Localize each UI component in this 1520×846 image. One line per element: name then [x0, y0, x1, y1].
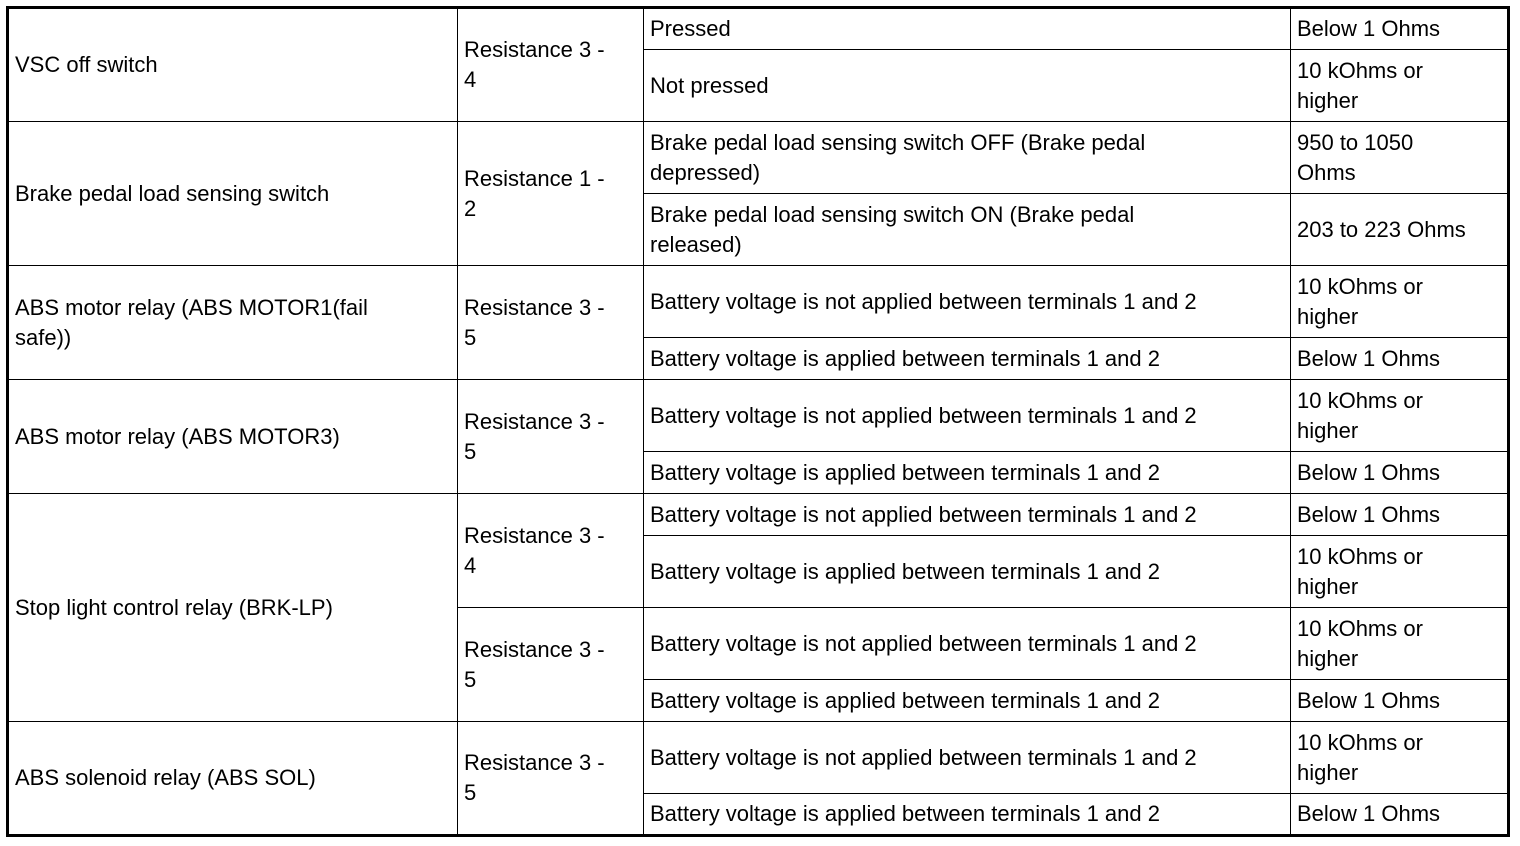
table-row: ABS motor relay (ABS MOTOR3) Resistance …: [7, 379, 1509, 494]
table-row: ABS solenoid relay (ABS SOL) Resistance …: [7, 721, 1509, 836]
relay-resistance-table: VSC off switch Resistance 3 - 4 Pressed …: [6, 6, 1510, 837]
value-cell: 10 kOhms or higher: [1290, 379, 1509, 452]
condition-cell: Battery voltage is applied between termi…: [643, 679, 1291, 722]
value-cell: Below 1 Ohms: [1290, 679, 1509, 722]
component-cell: ABS solenoid relay (ABS SOL): [7, 721, 458, 836]
value-cell: Below 1 Ohms: [1290, 7, 1509, 50]
table-row: Battery voltage is applied between termi…: [8, 535, 1509, 608]
condition-cell: Battery voltage is applied between termi…: [643, 337, 1291, 380]
table-body: VSC off switch Resistance 3 - 4 Pressed …: [7, 7, 1509, 836]
table-row: ABS motor relay (ABS MOTOR1(fail safe)) …: [7, 265, 1509, 380]
value-cell: Below 1 Ohms: [1290, 793, 1509, 836]
measurement-cell: Resistance 3 - 5: [457, 721, 644, 836]
value-cell: 10 kOhms or higher: [1290, 535, 1509, 608]
value-cell: 950 to 1050 Ohms: [1290, 121, 1509, 194]
value-cell: 10 kOhms or higher: [1290, 721, 1509, 794]
condition-cell: Brake pedal load sensing switch OFF (Bra…: [643, 121, 1291, 194]
condition-cell: Brake pedal load sensing switch ON (Brak…: [643, 193, 1291, 266]
condition-cell: Battery voltage is not applied between t…: [643, 607, 1291, 680]
value-cell: 10 kOhms or higher: [1290, 607, 1509, 680]
table-row: Stop light control relay (BRK-LP) Resist…: [7, 493, 1509, 722]
condition-cell: Battery voltage is applied between termi…: [643, 535, 1291, 608]
value-cell: 10 kOhms or higher: [1290, 49, 1509, 122]
measurement-cell: Resistance 3 - 5: [457, 265, 644, 380]
measurement-cell: Resistance 3 - 5: [457, 607, 644, 722]
table-row: Battery voltage is applied between termi…: [8, 679, 1509, 722]
measurement-cell: Resistance 3 - 5: [457, 379, 644, 494]
table-row: Brake pedal load sensing switch Resistan…: [7, 121, 1509, 266]
component-cell: VSC off switch: [7, 7, 458, 122]
table-row: VSC off switch Resistance 3 - 4 Pressed …: [7, 7, 1509, 122]
component-cell: Stop light control relay (BRK-LP): [7, 493, 458, 722]
condition-cell: Battery voltage is not applied between t…: [643, 379, 1291, 452]
condition-cell: Not pressed: [643, 49, 1291, 122]
value-cell: 10 kOhms or higher: [1290, 265, 1509, 338]
condition-cell: Battery voltage is not applied between t…: [643, 493, 1291, 536]
condition-cell: Battery voltage is not applied between t…: [643, 265, 1291, 338]
measurement-cell: Resistance 1 - 2: [457, 121, 644, 266]
value-cell: Below 1 Ohms: [1290, 493, 1509, 536]
table-row: Battery voltage is applied between termi…: [8, 451, 1509, 494]
value-cell: Below 1 Ohms: [1290, 337, 1509, 380]
condition-cell: Battery voltage is applied between termi…: [643, 451, 1291, 494]
table-row: Brake pedal load sensing switch ON (Brak…: [8, 193, 1509, 266]
component-cell: ABS motor relay (ABS MOTOR1(fail safe)): [7, 265, 458, 380]
component-cell: Brake pedal load sensing switch: [7, 121, 458, 266]
measurement-cell: Resistance 3 - 4: [457, 493, 644, 608]
value-cell: 203 to 223 Ohms: [1290, 193, 1509, 266]
condition-cell: Pressed: [643, 7, 1291, 50]
table-row: Battery voltage is applied between termi…: [8, 793, 1509, 836]
condition-cell: Battery voltage is applied between termi…: [643, 793, 1291, 836]
measurement-cell: Resistance 3 - 4: [457, 7, 644, 122]
table-row: Resistance 3 - 5 Battery voltage is not …: [8, 607, 1509, 722]
condition-cell: Battery voltage is not applied between t…: [643, 721, 1291, 794]
value-cell: Below 1 Ohms: [1290, 451, 1509, 494]
component-cell: ABS motor relay (ABS MOTOR3): [7, 379, 458, 494]
